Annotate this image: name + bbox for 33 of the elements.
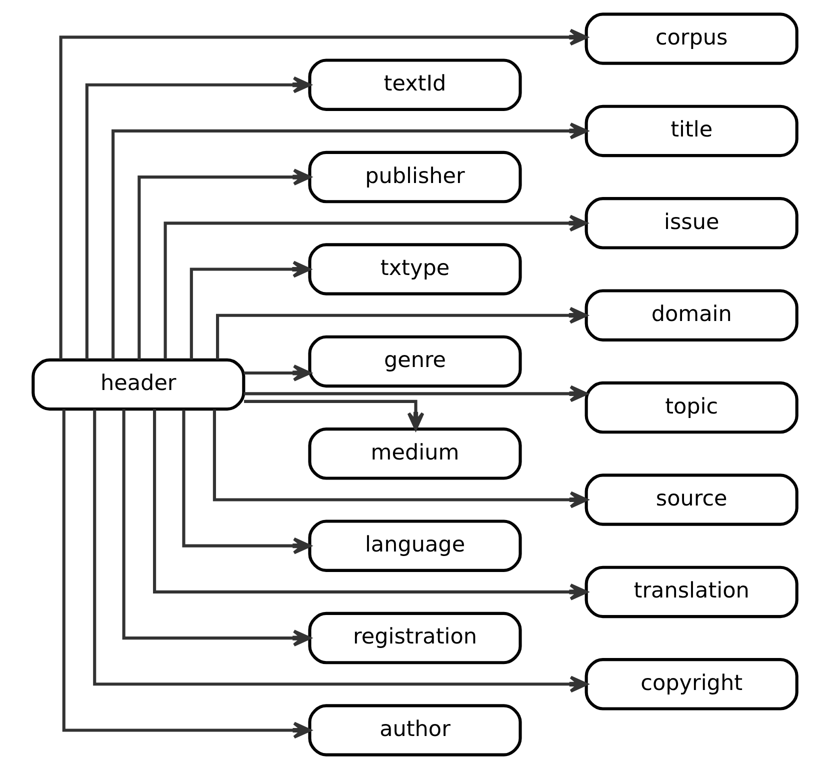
node-box: txtype: [308, 243, 522, 296]
node-box: registration: [308, 612, 522, 664]
arrow: [152, 409, 588, 600]
node-box: genre: [308, 335, 522, 388]
node-box: medium: [308, 428, 522, 480]
arrow: [137, 168, 311, 360]
arrow: [243, 385, 588, 402]
node-box: issue: [584, 197, 798, 250]
node-box: publisher: [308, 150, 522, 204]
node-box: domain: [584, 289, 798, 342]
arrow: [243, 364, 311, 382]
arrow: [58, 28, 588, 360]
arrow: [244, 400, 424, 430]
node-box: header: [31, 358, 245, 411]
node-box: copyright: [584, 658, 798, 710]
arrow: [163, 214, 587, 360]
arrow: [62, 409, 311, 739]
arrow: [84, 76, 310, 360]
node-box: translation: [584, 566, 798, 618]
node-box: corpus: [584, 12, 798, 65]
arrow: [189, 260, 310, 360]
node-box: topic: [584, 381, 798, 434]
arrow: [212, 410, 588, 508]
arrow: [182, 410, 311, 554]
arrow: [122, 409, 310, 646]
node-box: title: [584, 104, 798, 158]
node-box: source: [584, 474, 798, 526]
arrow: [92, 410, 588, 693]
node-box: textId: [308, 58, 522, 111]
arrow: [216, 306, 587, 360]
arrow: [111, 122, 588, 360]
node-box: author: [308, 704, 522, 756]
node-box: language: [308, 520, 522, 572]
